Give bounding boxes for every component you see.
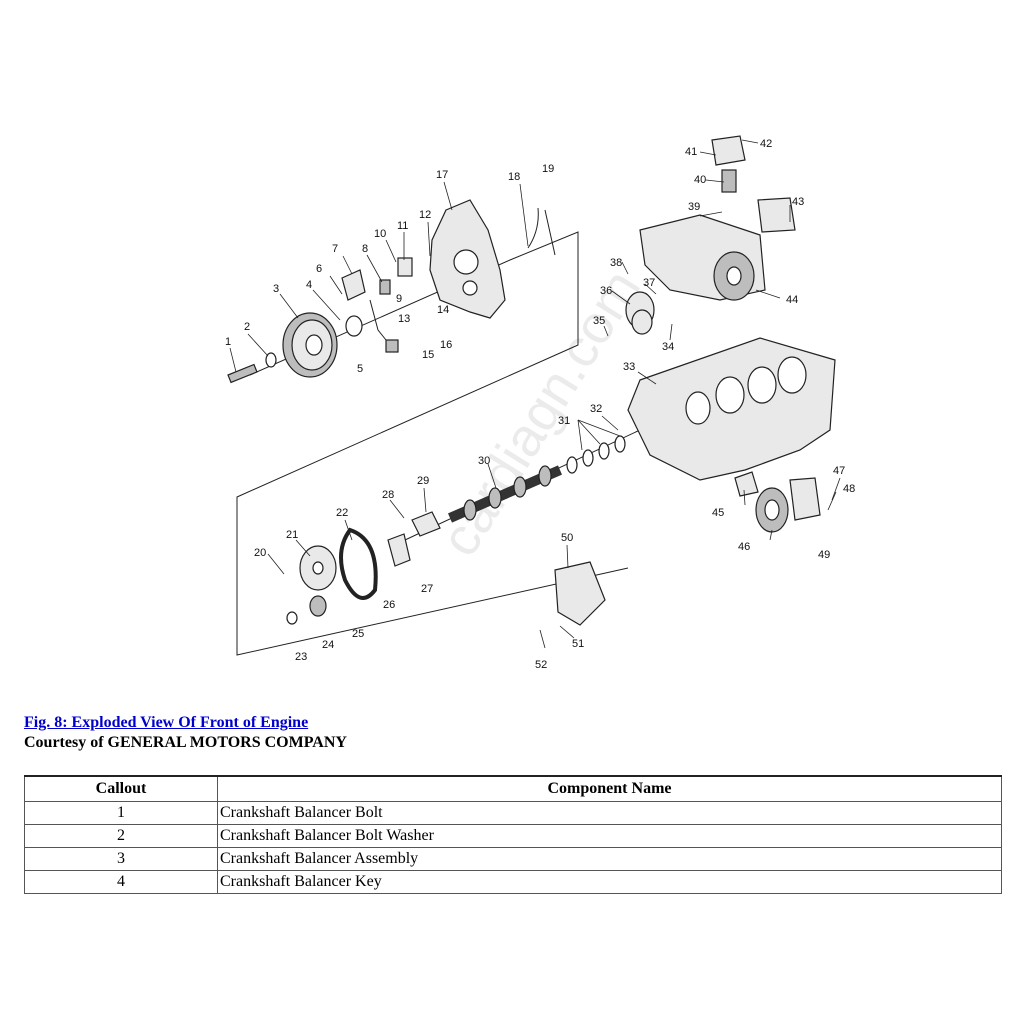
callout-table: Callout Component Name 1 Crankshaft Bala… [24, 775, 1002, 894]
callout-51: 51 [572, 638, 584, 650]
callout-9: 9 [396, 293, 402, 305]
callout-13: 13 [398, 313, 410, 325]
callout-45: 45 [712, 507, 724, 519]
table-row: 4 Crankshaft Balancer Key [24, 870, 1002, 894]
callout-33: 33 [623, 361, 635, 373]
engine-block [627, 337, 836, 481]
callout-11: 11 [397, 220, 408, 232]
callout-47: 47 [833, 465, 845, 477]
callout-5: 5 [357, 363, 363, 375]
callout-42: 42 [760, 138, 772, 150]
callout-38: 38 [610, 257, 622, 269]
callout-40: 40 [694, 174, 706, 186]
callout-52: 52 [535, 659, 547, 671]
balancer-bolt [227, 352, 277, 384]
callout-3: 3 [273, 283, 279, 295]
callout-25: 25 [352, 628, 364, 640]
callout-41: 41 [685, 146, 697, 158]
crank-sensor-parts [341, 257, 413, 353]
cell-callout: 4 [24, 870, 218, 894]
callout-35: 35 [593, 315, 605, 327]
callout-46: 46 [738, 541, 750, 553]
callout-31: 31 [558, 415, 570, 427]
table-row: 1 Crankshaft Balancer Bolt [24, 801, 1002, 825]
figure-caption: Fig. 8: Exploded View Of Front of Engine… [24, 714, 1004, 752]
callout-43: 43 [792, 196, 804, 208]
callout-27: 27 [421, 583, 433, 595]
chain-tensioner [387, 533, 411, 567]
callout-10: 10 [374, 228, 386, 240]
cell-component-name: Crankshaft Balancer Bolt [217, 801, 1002, 825]
front-cover [429, 199, 506, 319]
water-pump [639, 135, 796, 301]
table-row: 2 Crankshaft Balancer Bolt Washer [24, 824, 1002, 848]
cam-bearings [566, 435, 626, 474]
callout-29: 29 [417, 475, 429, 487]
callout-28: 28 [382, 489, 394, 501]
cell-callout: 3 [24, 847, 218, 871]
callout-37: 37 [643, 277, 655, 289]
camshaft [448, 465, 562, 523]
callout-23: 23 [295, 651, 307, 663]
exploded-engine-diagram: cardiagn.com [225, 135, 855, 671]
table-header-row: Callout Component Name [24, 775, 1002, 802]
callout-30: 30 [478, 455, 490, 467]
callout-39: 39 [688, 201, 700, 213]
callout-18: 18 [508, 171, 520, 183]
callout-24: 24 [322, 639, 334, 651]
callout-32: 32 [590, 403, 602, 415]
cell-component-name: Crankshaft Balancer Key [217, 870, 1002, 894]
callout-7: 7 [332, 243, 338, 255]
figure-title-link[interactable]: Fig. 8: Exploded View Of Front of Engine [24, 714, 309, 731]
callout-8: 8 [362, 243, 368, 255]
callout-2: 2 [244, 321, 250, 333]
flywheel [734, 471, 821, 533]
callout-49: 49 [818, 549, 830, 561]
sensor-harness [527, 207, 556, 256]
callout-48: 48 [843, 483, 855, 495]
callout-22: 22 [336, 507, 348, 519]
timing-chain [286, 527, 378, 625]
leader-lines [229, 139, 841, 649]
oil-pump [554, 561, 606, 626]
retainer-plate [411, 511, 441, 537]
callout-1: 1 [225, 336, 231, 348]
header-component-name: Component Name [217, 775, 1002, 802]
callout-6: 6 [316, 263, 322, 275]
callout-12: 12 [419, 209, 431, 221]
header-callout: Callout [24, 775, 218, 802]
callout-36: 36 [600, 285, 612, 297]
callout-15: 15 [422, 349, 434, 361]
callout-19: 19 [542, 163, 554, 175]
tensioner [631, 309, 653, 335]
table-row: 3 Crankshaft Balancer Assembly [24, 847, 1002, 871]
callout-34: 34 [662, 341, 674, 353]
callout-26: 26 [383, 599, 395, 611]
front-seal [345, 315, 363, 337]
crankshaft-balancer [282, 312, 338, 378]
callout-44: 44 [786, 294, 798, 306]
callout-16: 16 [440, 339, 452, 351]
callout-labels: 1 2 3 4 5 6 7 8 9 10 11 12 13 14 15 16 1… [225, 138, 855, 671]
front-assembly-axis [236, 231, 629, 656]
cell-component-name: Crankshaft Balancer Assembly [217, 847, 1002, 871]
cell-callout: 1 [24, 801, 218, 825]
callout-17: 17 [436, 169, 448, 181]
callout-14: 14 [437, 304, 449, 316]
cell-callout: 2 [24, 824, 218, 848]
cell-component-name: Crankshaft Balancer Bolt Washer [217, 824, 1002, 848]
callout-50: 50 [561, 532, 573, 544]
figure-courtesy: Courtesy of GENERAL MOTORS COMPANY [24, 734, 347, 751]
callout-4: 4 [306, 279, 312, 291]
callout-20: 20 [254, 547, 266, 559]
callout-21: 21 [286, 529, 298, 541]
